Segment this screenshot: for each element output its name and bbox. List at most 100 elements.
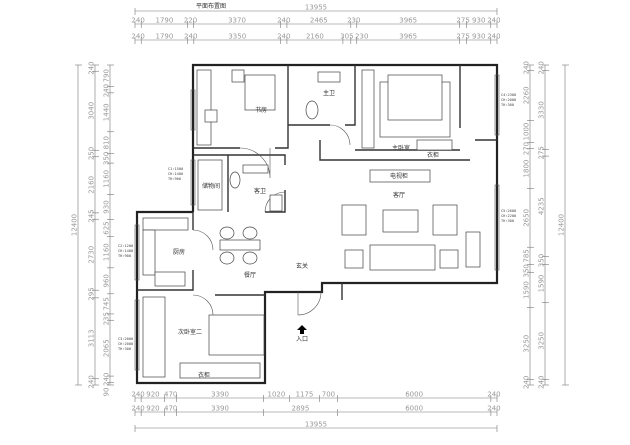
dim-top-row2-label: 3965 [399, 33, 417, 41]
dim-left-inner-label: 1440 [103, 103, 111, 121]
tv-cabinet [369, 169, 431, 183]
room-label-second-bedroom: 次卧室二 [178, 328, 202, 336]
dim-top-row1-label: 240 [487, 17, 500, 25]
bedroom2-desk [179, 362, 261, 379]
tv-label: 电视柜 [390, 172, 408, 180]
dim-right-inner-label: 3250 [523, 335, 531, 353]
dim-right-inner-label: 1590 [523, 281, 531, 299]
dim-right-inner-label: 1800 [523, 160, 531, 178]
dim-top-row2-label: 240 [184, 33, 197, 41]
dim-top-row2-label: 275 [456, 33, 469, 41]
dim-bottom-row2-label: 240 [131, 405, 144, 413]
dim-left-outer-label: 3040 [88, 102, 96, 120]
dim-right-inner-label: 270 [523, 142, 531, 155]
dim-top-row2-label: 240 [131, 33, 144, 41]
dim-bottom-row2-label: 920 [146, 405, 159, 413]
window-note-line: TH:300 [501, 103, 514, 107]
window-note-line: CH:2200 [501, 214, 516, 218]
guest-toilet [229, 171, 241, 189]
dim-top-row1-label: 230 [347, 17, 360, 25]
dim-bottom-row1-label: 240 [487, 391, 500, 399]
dim-right-outer-label: 1590 [538, 275, 546, 293]
sofa [369, 244, 436, 271]
dim-right-outer-label: 350 [538, 254, 546, 267]
dim-left-inner-label: 745 [103, 297, 111, 310]
dim-left-inner-label: 790 [103, 69, 111, 82]
dining-chair [242, 226, 258, 240]
dim-top-row1-label: 3965 [399, 17, 417, 25]
dim-left-outer-label: 250 [88, 147, 96, 160]
study-wardrobe [196, 69, 212, 146]
room-label-study: 书房 [255, 106, 267, 114]
cabinet-label-a: 衣柜 [198, 371, 210, 379]
cabinet-label-b: 衣柜 [427, 151, 439, 159]
storage-shelf [197, 159, 223, 211]
dim-top-row1-label: 275 [456, 17, 469, 25]
side-table-right [439, 249, 459, 269]
dim-left-inner-label: 240 [103, 373, 111, 386]
dim-bottom-row2-label: 240 [487, 405, 500, 413]
entrance-arrow-icon [297, 325, 307, 334]
dim-bottom-row2-label: 6000 [405, 405, 423, 413]
window-note-line: C5:2600 [501, 209, 516, 213]
outer-wall-left [135, 210, 298, 385]
dim-right-inner-label: 240 [523, 376, 531, 389]
dim-bottom-row2-label: 3390 [211, 405, 229, 413]
room-label-storage: 储物间 [202, 182, 220, 190]
dim-bottom-row2-label: 470 [164, 405, 177, 413]
dim-right-total-label: 12400 [558, 214, 566, 236]
dining-chair [219, 251, 235, 265]
room-label-master-bedroom: 主卧室 [392, 144, 410, 152]
dim-right-outer-label: 3250 [538, 332, 546, 350]
dim-left-outer-label: 240 [88, 375, 96, 388]
dim-left-outer-label: 3113 [88, 329, 96, 347]
dim-top-row2-label: 240 [277, 33, 290, 41]
window-note-line: CH:1400 [168, 172, 183, 176]
bedroom2-bed [208, 314, 265, 356]
dim-left-outer-label: 2160 [88, 176, 96, 194]
window-note-line: TH:900 [118, 254, 131, 258]
master-wardrobe [361, 69, 375, 149]
bedroom2-wardrobe [142, 296, 166, 378]
dim-top-row2-label: 230 [355, 33, 368, 41]
kitchen-counter-left [142, 229, 156, 276]
room-label-foyer: 玄关 [296, 262, 308, 270]
coffee-table [382, 209, 419, 233]
dim-right-outer-label: 3330 [538, 101, 546, 119]
room-label-master-bath: 主卫 [323, 89, 335, 97]
dim-bottom-row1-label: 240 [131, 391, 144, 399]
desk-chair [204, 109, 218, 123]
dim-top-row1-label: 240 [131, 17, 144, 25]
armchair-left [341, 204, 367, 236]
plan-title: 平面布置图 [196, 2, 226, 10]
dim-right-outer-label: 240 [538, 61, 546, 74]
dim-top-row2-label: 3350 [228, 33, 246, 41]
dim-left-inner-label: 1160 [103, 243, 111, 261]
dim-top-row2-label: 930 [472, 33, 485, 41]
piano [465, 231, 481, 268]
dim-left-inner-label: 960 [103, 274, 111, 287]
dim-bottom-row1-label: 920 [146, 391, 159, 399]
interior-walls [137, 65, 497, 300]
nightstand [231, 69, 245, 83]
master-basin [317, 71, 341, 83]
dining-chair [242, 251, 258, 265]
dim-bottom-row1-label: 3390 [211, 391, 229, 399]
window-note-line: TH:900 [168, 177, 181, 181]
dim-bottom-row1-label: 700 [322, 391, 335, 399]
windows [134, 74, 500, 371]
dim-left-total-label: 12400 [71, 214, 79, 236]
dim-right-outer-label: 240 [538, 375, 546, 388]
dim-left-outer-label: 245 [88, 209, 96, 222]
dim-bottom-row1-label: 1175 [296, 391, 314, 399]
armchair-right [432, 204, 458, 236]
side-table-left [344, 249, 364, 269]
doors [192, 124, 351, 316]
dim-left-inner-label: 350 [103, 152, 111, 165]
dim-top-row1-label: 240 [277, 17, 290, 25]
dim-left-inner-label: 625 [103, 221, 111, 234]
